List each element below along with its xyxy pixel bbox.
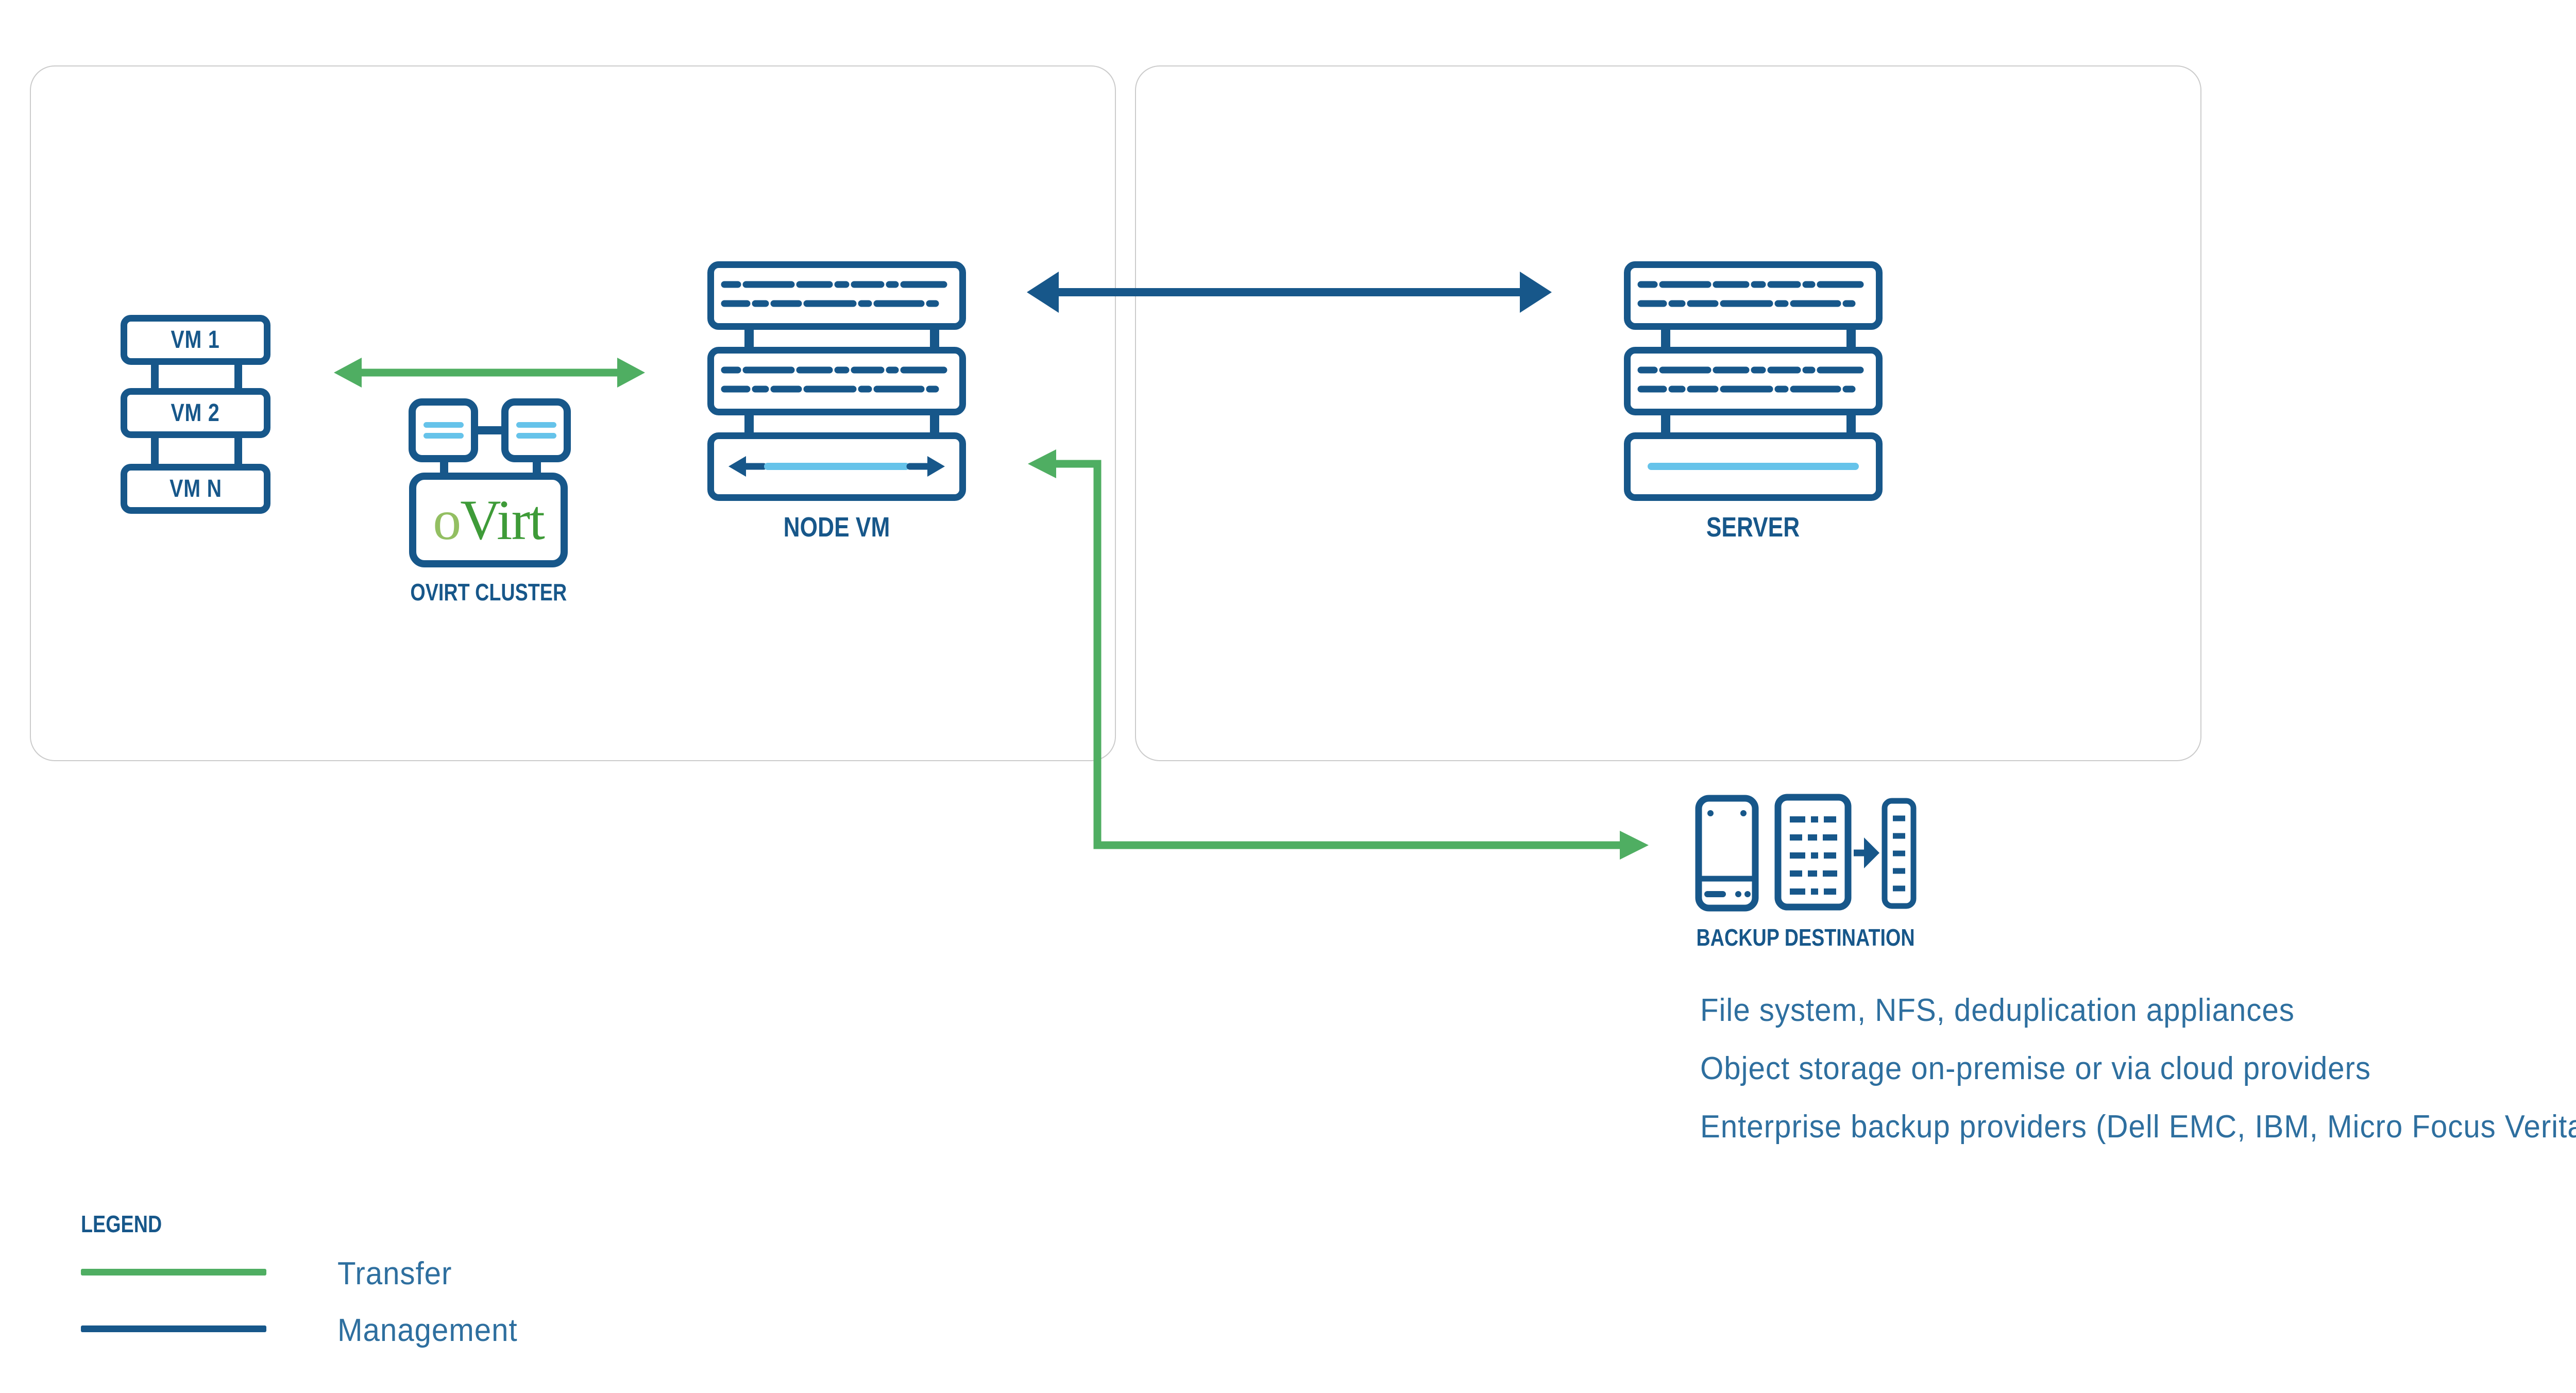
vm-2-label: VM 2 [171, 399, 221, 427]
ovirt-logo-virt: Virt [460, 488, 545, 551]
ovirt-cluster-label: OVIRT CLUSTER [410, 579, 567, 606]
vm-stack-connector [234, 361, 242, 393]
ovirt-node-link [475, 426, 505, 434]
vm-stack-connector [234, 435, 242, 467]
ovirt-logo: oVirt [433, 488, 545, 553]
backup-data-icon [1774, 794, 1852, 911]
node-bar [516, 422, 556, 428]
ovirt-node-icon [501, 398, 571, 462]
ovirt-node-stub [440, 458, 448, 476]
node-vm-label: NODE VM [783, 512, 890, 543]
vm-1-label: VM 1 [171, 326, 221, 354]
node-bar [423, 433, 464, 439]
storage-drive-icon [1695, 795, 1759, 912]
node-bar [423, 422, 464, 428]
backup-note-1: File system, NFS, deduplication applianc… [1700, 993, 2295, 1028]
vm-stack-connector [151, 435, 159, 467]
dedup-arrow-icon [1854, 837, 1879, 868]
server-slab-top [1624, 261, 1883, 330]
server-slab-middle [1624, 347, 1883, 415]
ovirt-logo-box: oVirt [409, 473, 568, 567]
vm-1-box: VM 1 [121, 315, 270, 365]
legend-title: LEGEND [81, 1211, 162, 1237]
transfer-arrow-nodevm-backup [1028, 449, 1649, 860]
vm-n-box: VM N [121, 464, 270, 514]
backup-note-3: Enterprise backup providers (Dell EMC, I… [1700, 1109, 2576, 1145]
node-bar [516, 433, 556, 439]
backup-note-2: Object storage on-premise or via cloud p… [1700, 1051, 2371, 1086]
backup-destination-label: BACKUP DESTINATION [1696, 924, 1916, 951]
ovirt-node-icon [409, 398, 478, 462]
server-slab-bottom [1624, 432, 1883, 501]
vm-n-label: VM N [169, 475, 222, 502]
nodevm-slab-top [707, 261, 966, 330]
ovirt-node-stub [533, 458, 541, 476]
legend-management-label: Management [337, 1313, 518, 1348]
legend-management-line [81, 1325, 266, 1332]
nodevm-slab-middle [707, 347, 966, 415]
vm-stack-connector [151, 361, 159, 393]
management-arrow [1027, 272, 1552, 313]
ovirt-logo-o: o [433, 488, 461, 551]
legend-transfer-line [81, 1269, 266, 1275]
vm-2-box: VM 2 [121, 388, 270, 438]
legend-transfer-label: Transfer [337, 1256, 452, 1291]
transfer-arrow-vm-nodevm [334, 358, 645, 388]
server-label: SERVER [1706, 512, 1800, 543]
nodevm-slab-transfer [707, 432, 966, 501]
tape-volume-icon [1882, 798, 1917, 909]
